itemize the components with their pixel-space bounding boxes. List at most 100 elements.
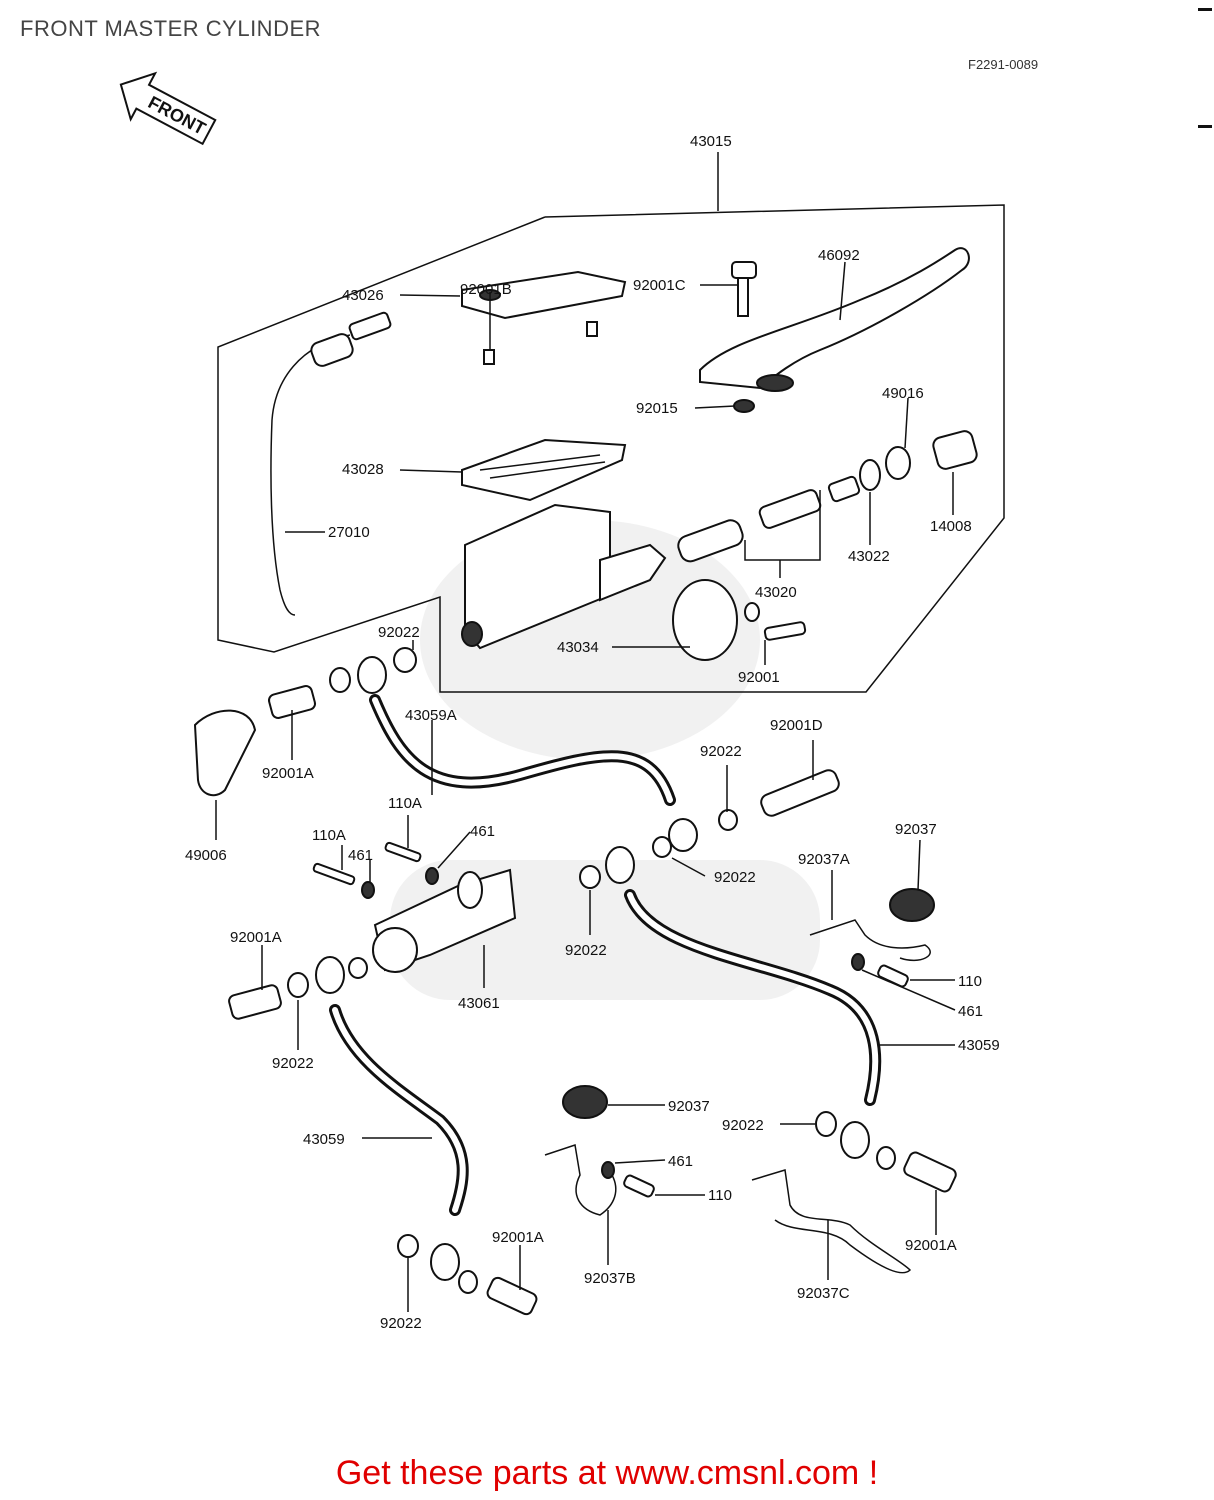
washer — [458, 1270, 478, 1294]
label-43015: 43015 — [690, 133, 732, 150]
label-92037B: 92037B — [584, 1270, 636, 1287]
label-461: 461 — [470, 823, 495, 840]
diagram-code: F2291-0089 — [968, 57, 1039, 72]
label-110A: 110A — [312, 827, 346, 844]
label-92037C: 92037C — [797, 1285, 850, 1302]
promo-link[interactable]: Get these parts at www.cmsnl.com ! — [335, 1454, 879, 1492]
bolt — [877, 964, 909, 988]
hose-clamp — [544, 1144, 617, 1216]
union-bolt — [760, 769, 840, 817]
grommet — [562, 1085, 608, 1119]
label-49006: 49006 — [185, 847, 227, 864]
label-92001A: 92001A — [492, 1229, 544, 1246]
label-49016: 49016 — [882, 385, 924, 402]
label-92037A: 92037A — [798, 851, 850, 868]
label-43022: 43022 — [848, 548, 890, 565]
label-43020: 43020 — [755, 584, 797, 601]
label-110: 110 — [708, 1187, 732, 1204]
three-way-joint — [372, 868, 517, 973]
washer — [744, 602, 760, 622]
page-title: FRONT MASTER CYLINDER — [20, 16, 322, 41]
label-110: 110 — [958, 973, 982, 990]
label-92022: 92022 — [380, 1315, 422, 1332]
nut — [361, 881, 375, 899]
label-43028: 43028 — [342, 461, 384, 478]
dust-boot — [885, 446, 911, 480]
part-labels: 43015 46092 92001C 92001B 43026 92015 49… — [185, 133, 1000, 1332]
bleed-cap — [193, 709, 257, 797]
label-92001D: 92001D — [770, 717, 823, 734]
label-92022: 92022 — [565, 942, 607, 959]
brake-hose-upper — [357, 656, 698, 852]
label-92001C: 92001C — [633, 277, 686, 294]
washer — [397, 1234, 419, 1258]
label-43034: 43034 — [557, 639, 599, 656]
washer — [348, 957, 368, 979]
label-92037: 92037 — [895, 821, 937, 838]
label-92037: 92037 — [668, 1098, 710, 1115]
cap-screw — [483, 321, 598, 365]
label-461: 461 — [958, 1003, 983, 1020]
hose-clamp — [751, 1169, 912, 1274]
label-92022: 92022 — [714, 869, 756, 886]
label-92001: 92001 — [738, 669, 780, 686]
label-92001B: 92001B — [460, 281, 512, 298]
banjo-bolt — [903, 1151, 957, 1193]
bolt — [763, 621, 807, 641]
hose-clamp — [809, 919, 931, 962]
label-14008: 14008 — [930, 518, 972, 535]
label-461: 461 — [348, 847, 373, 864]
label-43061: 43061 — [458, 995, 500, 1012]
label-43059A: 43059A — [405, 707, 457, 724]
label-43059: 43059 — [958, 1037, 1000, 1054]
brake-light-switch — [270, 311, 392, 616]
grommet — [889, 888, 935, 922]
label-461: 461 — [668, 1153, 693, 1170]
front-arrow-icon: FRONT — [119, 71, 217, 146]
label-43026: 43026 — [342, 287, 384, 304]
label-92001A: 92001A — [230, 929, 282, 946]
nut — [425, 867, 439, 885]
label-92022: 92022 — [272, 1055, 314, 1072]
label-92022: 92022 — [722, 1117, 764, 1134]
label-92001A: 92001A — [262, 765, 314, 782]
label-110A: 110A — [388, 795, 422, 812]
washer — [815, 1111, 837, 1137]
washer — [652, 836, 672, 858]
label-92001A: 92001A — [905, 1237, 957, 1254]
bolt — [384, 841, 422, 863]
edge-mark — [1198, 8, 1212, 11]
bolt — [312, 862, 356, 886]
lever-nut — [733, 399, 755, 413]
edge-mark — [1198, 125, 1212, 128]
brake-hose-left — [315, 956, 469, 1281]
brake-hose-right — [605, 846, 882, 1159]
banjo-bolt — [486, 1276, 538, 1316]
nut — [601, 1161, 615, 1179]
washer — [393, 647, 417, 673]
washer — [876, 1146, 896, 1170]
label-92015: 92015 — [636, 400, 678, 417]
label-46092: 46092 — [818, 247, 860, 264]
banjo-bolt — [228, 984, 282, 1020]
push-rod-cap — [932, 430, 978, 470]
label-92022: 92022 — [700, 743, 742, 760]
washer — [718, 809, 738, 831]
piston-assembly — [677, 475, 861, 563]
brake-lever — [699, 247, 970, 392]
banjo-bolt — [267, 685, 317, 719]
assembly-outline — [217, 204, 1005, 693]
label-92022: 92022 — [378, 624, 420, 641]
pivot-bolt — [731, 261, 757, 317]
circlip — [859, 459, 881, 491]
reservoir-cap — [461, 270, 627, 320]
label-43059: 43059 — [303, 1131, 345, 1148]
washer — [287, 972, 309, 998]
bolt — [623, 1174, 655, 1198]
master-cylinder-body — [461, 503, 738, 661]
nut — [851, 953, 865, 971]
leader-lines — [215, 261, 956, 1312]
washer — [329, 667, 351, 693]
washer — [579, 865, 601, 889]
